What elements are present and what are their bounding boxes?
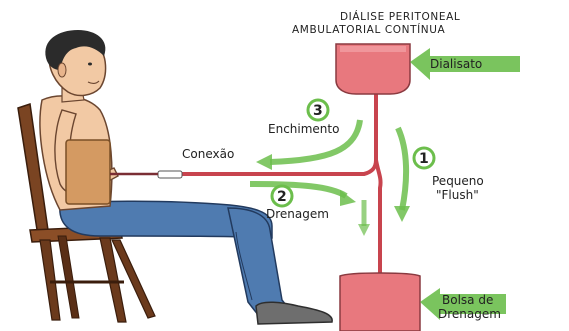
label-pequeno: Pequeno <box>432 174 484 188</box>
step-1-number: 1 <box>419 151 429 167</box>
label-conexao: Conexão <box>182 147 234 161</box>
dialysate-bag <box>336 44 410 94</box>
drainage-bag <box>340 273 420 331</box>
title-line2: AMBULATORIAL CONTÍNUA <box>292 23 446 36</box>
step-2-number: 2 <box>277 189 287 205</box>
label-drenagem: Drenagem <box>266 207 329 221</box>
drenagem-arrow <box>250 184 346 196</box>
label-enchimento: Enchimento <box>268 122 339 136</box>
step-2: 2 <box>272 186 292 206</box>
step-3-number: 3 <box>313 103 323 119</box>
step-1: 1 <box>414 148 434 168</box>
flush-arrow <box>398 128 406 210</box>
label-dialisato: Dialisato <box>430 57 482 71</box>
patient-figure <box>40 30 332 324</box>
step-3: 3 <box>308 100 328 120</box>
title-line1: DIÁLISE PERITONEAL <box>340 10 460 23</box>
label-bolsa-line2: Drenagem <box>438 307 501 321</box>
label-flush: "Flush" <box>436 188 479 202</box>
label-bolsa-line1: Bolsa de <box>442 293 493 307</box>
